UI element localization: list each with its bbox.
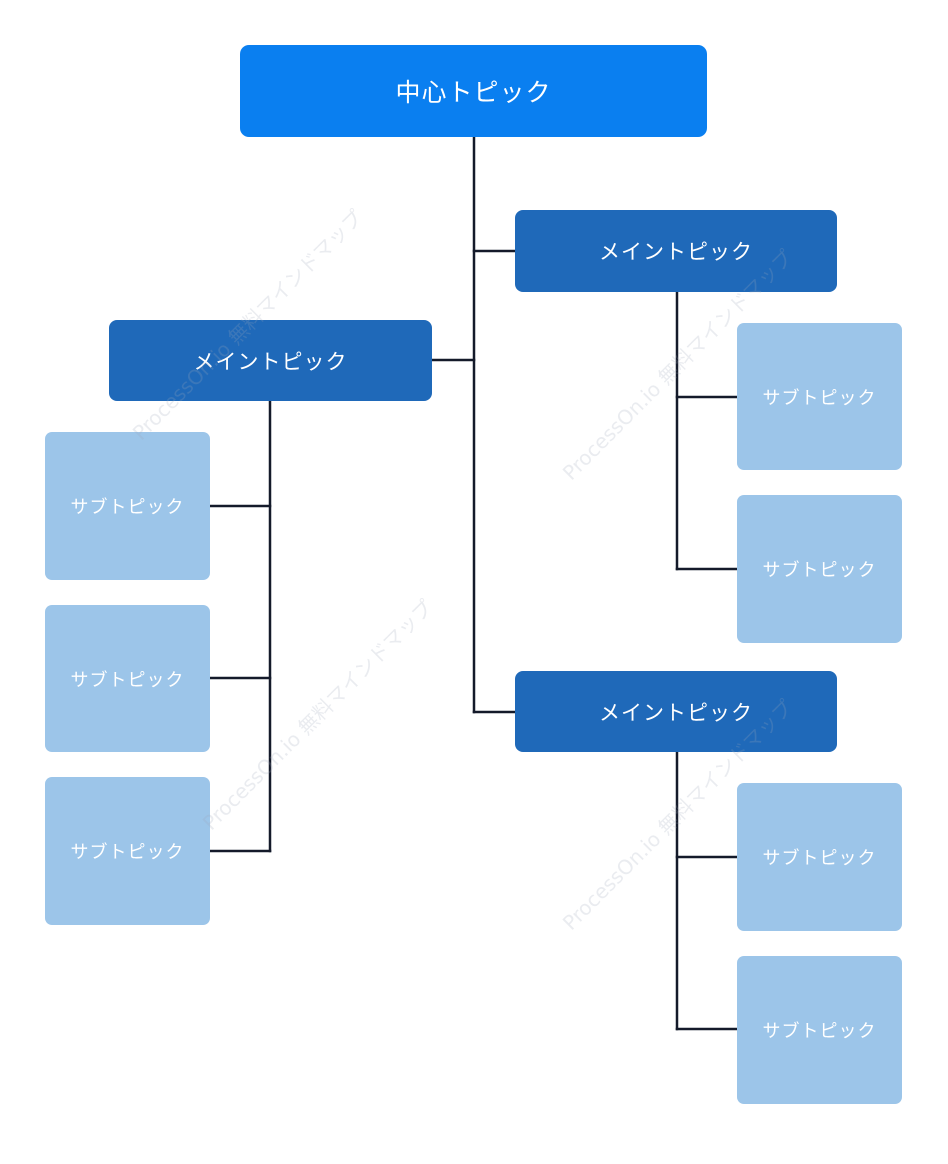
main-topic-label: メイントピック bbox=[599, 700, 753, 725]
subtopic[interactable]: サブトピック bbox=[737, 783, 902, 931]
main-topic-label: メイントピック bbox=[599, 240, 753, 264]
subtopic[interactable]: サブトピック bbox=[737, 323, 902, 470]
subtopic[interactable]: サブトピック bbox=[45, 777, 210, 925]
subtopic-label: サブトピック bbox=[70, 842, 185, 863]
subtopic[interactable]: サブトピック bbox=[737, 495, 902, 643]
main-topic[interactable]: メイントピック bbox=[109, 320, 432, 401]
subtopic-label: サブトピック bbox=[762, 1021, 877, 1042]
main-topic[interactable]: メイントピック bbox=[515, 671, 837, 752]
subtopic-label: サブトピック bbox=[70, 669, 185, 691]
subtopic[interactable]: サブトピック bbox=[737, 956, 902, 1104]
central-topic-label: 中心トピック bbox=[395, 78, 552, 107]
main-topic-label: メイントピック bbox=[193, 349, 348, 374]
subtopic-label: サブトピック bbox=[70, 497, 185, 518]
subtopic-label: サブトピック bbox=[762, 560, 877, 581]
subtopic-label: サブトピック bbox=[762, 387, 877, 409]
subtopic[interactable]: サブトピック bbox=[45, 432, 210, 580]
subtopic[interactable]: サブトピック bbox=[45, 605, 210, 752]
central-topic[interactable]: 中心トピック bbox=[240, 45, 707, 137]
subtopic-label: サブトピック bbox=[762, 848, 877, 869]
main-topic[interactable]: メイントピック bbox=[515, 210, 837, 292]
